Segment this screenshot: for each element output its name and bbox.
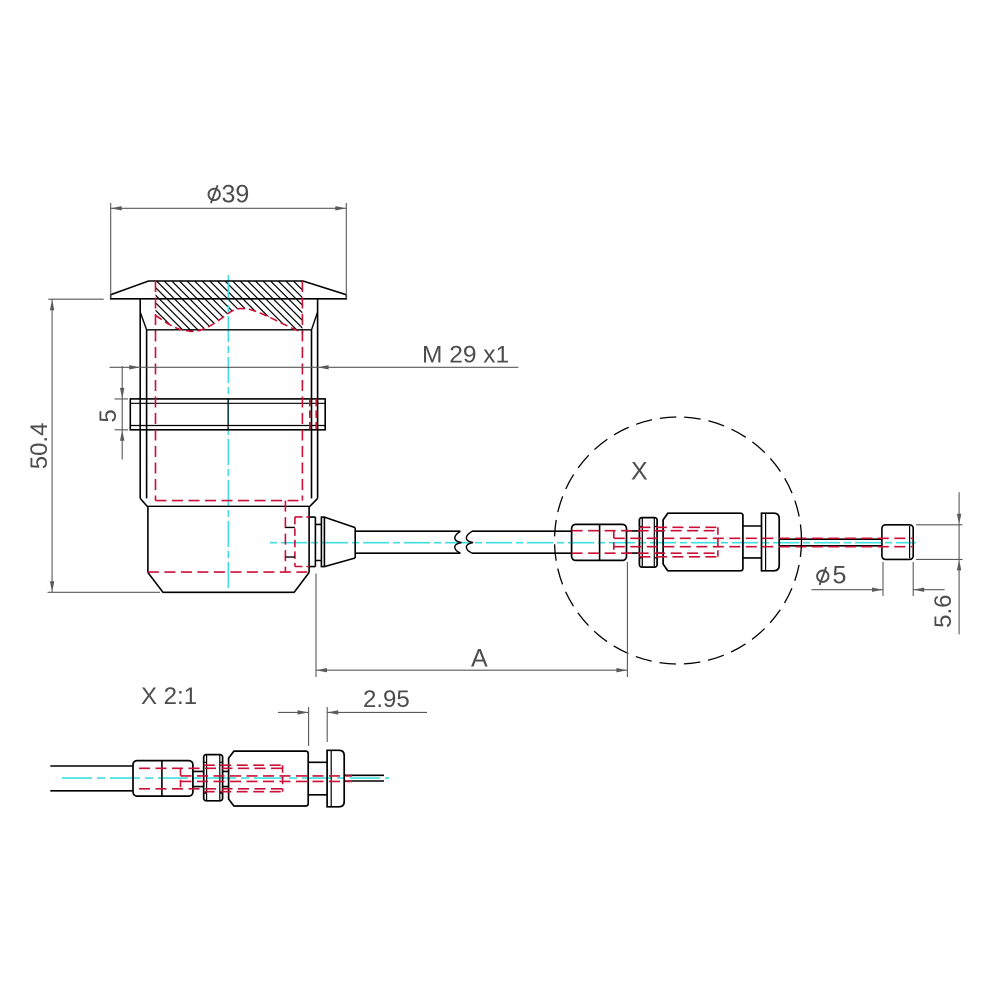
svg-text:M 29 x1: M 29 x1	[422, 341, 509, 368]
svg-text:50.4: 50.4	[26, 423, 53, 470]
svg-text:5: 5	[95, 409, 122, 422]
svg-text:A: A	[471, 645, 488, 673]
svg-text:5.6: 5.6	[930, 595, 957, 628]
svg-text:2.95: 2.95	[363, 686, 410, 713]
svg-text:5: 5	[833, 561, 847, 589]
svg-text:X 2:1: X 2:1	[141, 683, 197, 710]
svg-text:39: 39	[222, 180, 250, 208]
svg-text:X: X	[631, 458, 648, 486]
